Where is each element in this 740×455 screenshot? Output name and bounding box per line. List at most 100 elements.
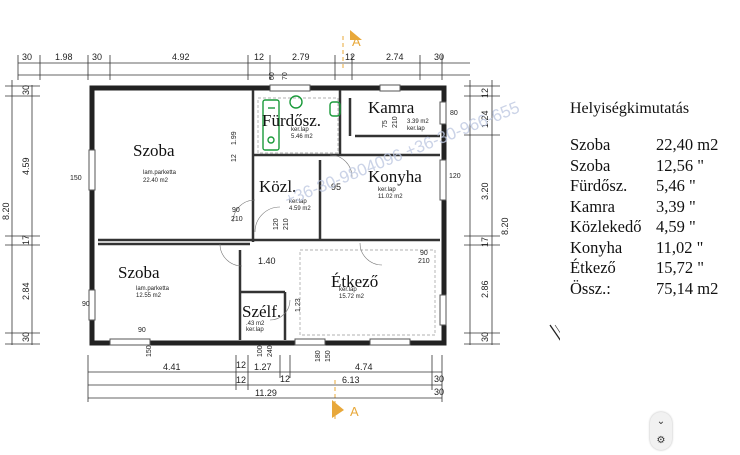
bottom-dimension-line: [87, 355, 443, 402]
room-finish: ker.lap: [289, 199, 307, 205]
room-name: Étkező: [331, 272, 378, 291]
room-szoba-large: Szoba lam.parketta 22.40 m2: [133, 141, 177, 184]
top-dimension-line: [17, 55, 470, 80]
schedule-row-name: Fürdősz.: [570, 176, 628, 195]
dim-label: 90: [82, 301, 90, 308]
section-marker-top: A: [342, 30, 362, 70]
dim-label: 75: [382, 120, 389, 128]
room-area: 4.59 m2: [289, 206, 311, 212]
dim-label: 4.41: [163, 362, 181, 372]
dim-label: 1.99: [231, 131, 238, 145]
dim-label: 90: [138, 327, 146, 334]
dim-label: 17: [480, 237, 490, 247]
chevron-down-icon[interactable]: ⌄: [656, 416, 666, 427]
dim-label: 30: [92, 52, 102, 62]
room-finish: ker.lap: [378, 187, 396, 193]
room-area: 5.46 m2: [291, 134, 313, 140]
dim-label: 4.92: [172, 52, 190, 62]
room-name: Szélf.: [242, 302, 281, 321]
dim-label: 12: [280, 374, 290, 384]
door-arcs: [219, 154, 383, 321]
dim-label: 60: [269, 72, 276, 80]
viewer-control-button[interactable]: ⌄ ⚙: [650, 412, 672, 450]
dim-label: 90: [232, 207, 240, 214]
room-kamra: Kamra 3.39 m2 ker.lap: [368, 98, 429, 132]
room-name: Közl.: [259, 177, 296, 196]
dim-label: 150: [325, 350, 332, 362]
schedule-row-name: Közlekedő: [570, 217, 642, 236]
dim-label: 30: [434, 387, 444, 397]
dim-label: 210: [231, 216, 243, 223]
dim-label: 210: [392, 116, 399, 128]
left-dimensions: 30 4.59 17 2.84 30 8.20: [1, 85, 31, 342]
dim-label: 30: [434, 374, 444, 384]
room-finish: ker.lap: [339, 287, 357, 293]
dim-label: 1.98: [55, 52, 73, 62]
room-area: 11.02 m2: [378, 194, 403, 200]
dim-label: 30: [434, 52, 444, 62]
room-konyha: Konyha ker.lap 11.02 m2: [368, 167, 422, 200]
room-finish: ker.lap: [246, 327, 264, 333]
schedule-row: Össz.:75,14 m2: [570, 279, 740, 300]
inner-dimensions: 1.99 12 1.40 1.23 95 90 210 120 210 80 1…: [70, 72, 461, 362]
dim-label: 8.20: [500, 217, 510, 235]
dim-label: 150: [146, 345, 153, 357]
right-dimensions: 12 1.24 3.20 17 2.86 30 8.20: [480, 88, 510, 342]
schedule-row: Fürdősz.5,46 ": [570, 176, 740, 197]
dim-label: 4.74: [355, 362, 373, 372]
room-finish: lam.parketta: [136, 286, 170, 292]
schedule-row-value: 22,40 m2: [656, 135, 719, 154]
dim-label: 1.40: [258, 256, 276, 266]
dim-label: 30: [22, 52, 32, 62]
schedule-row: Szoba 12,56 ": [570, 156, 740, 177]
room-area: 15.72 m2: [339, 294, 365, 300]
room-szelf: Szélf. .43 m2 ker.lap: [242, 302, 281, 333]
dim-label: 2.86: [480, 280, 490, 298]
schedule-row-name: Szoba: [570, 135, 611, 154]
room-name: Szoba: [118, 263, 160, 282]
room-finish: ker.lap: [291, 127, 309, 133]
dim-label: 30: [480, 332, 490, 342]
interior-walls: [98, 90, 440, 340]
dim-label: 12: [254, 52, 264, 62]
dim-label: 95: [331, 182, 341, 192]
dim-label: 11.29: [255, 388, 277, 398]
room-name: Kamra: [368, 98, 415, 117]
schedule-row-value: 12,56 ": [656, 155, 704, 175]
dim-label: 1.23: [295, 298, 302, 312]
bottom-dimensions: 4.41 12 1.27 12 4.74 30 12 6.13 30 11.29: [163, 360, 444, 398]
dim-label: 12: [345, 52, 355, 62]
dim-label: 70: [282, 72, 289, 80]
dim-label: 12: [231, 154, 238, 162]
dim-label: 12: [236, 360, 246, 370]
dim-label: 80: [450, 110, 458, 117]
schedule-row-value: 15,72 ": [656, 258, 704, 277]
north-compass: N: [549, 324, 560, 341]
dim-label: 30: [21, 332, 31, 342]
room-finish: lam.parketta: [143, 170, 177, 176]
room-kozl: Közl. ker.lap 4.59 m2: [259, 177, 311, 212]
dim-label: 120: [449, 173, 461, 180]
floor-plan: 30 1.98 30 4.92 12 2.79 12 2.74 30 A A 3…: [1, 30, 560, 420]
top-dimensions: 30 1.98 30 4.92 12 2.79 12 2.74 30: [22, 52, 444, 62]
gear-icon[interactable]: ⚙: [656, 435, 666, 446]
room-name: Konyha: [368, 167, 422, 186]
dim-label: 2.79: [292, 52, 310, 62]
room-area: 22.40 m2: [143, 178, 169, 184]
exterior-walls: [89, 85, 447, 346]
dim-label: 1.27: [254, 362, 272, 372]
left-dimension-line: [5, 80, 40, 345]
dim-label: 150: [70, 175, 82, 182]
room-area: .43 m2: [246, 321, 265, 327]
hatching: [257, 97, 436, 336]
room-name: Szoba: [133, 141, 175, 160]
schedule-row: Szoba 22,40 m2: [570, 135, 740, 156]
dim-label: 210: [283, 218, 290, 230]
room-szoba-small: Szoba lam.parketta 12.55 m2: [118, 263, 170, 299]
room-area: 12.55 m2: [136, 293, 162, 299]
dim-label: 90: [420, 250, 428, 257]
schedule-row-name: Szoba: [570, 155, 611, 175]
